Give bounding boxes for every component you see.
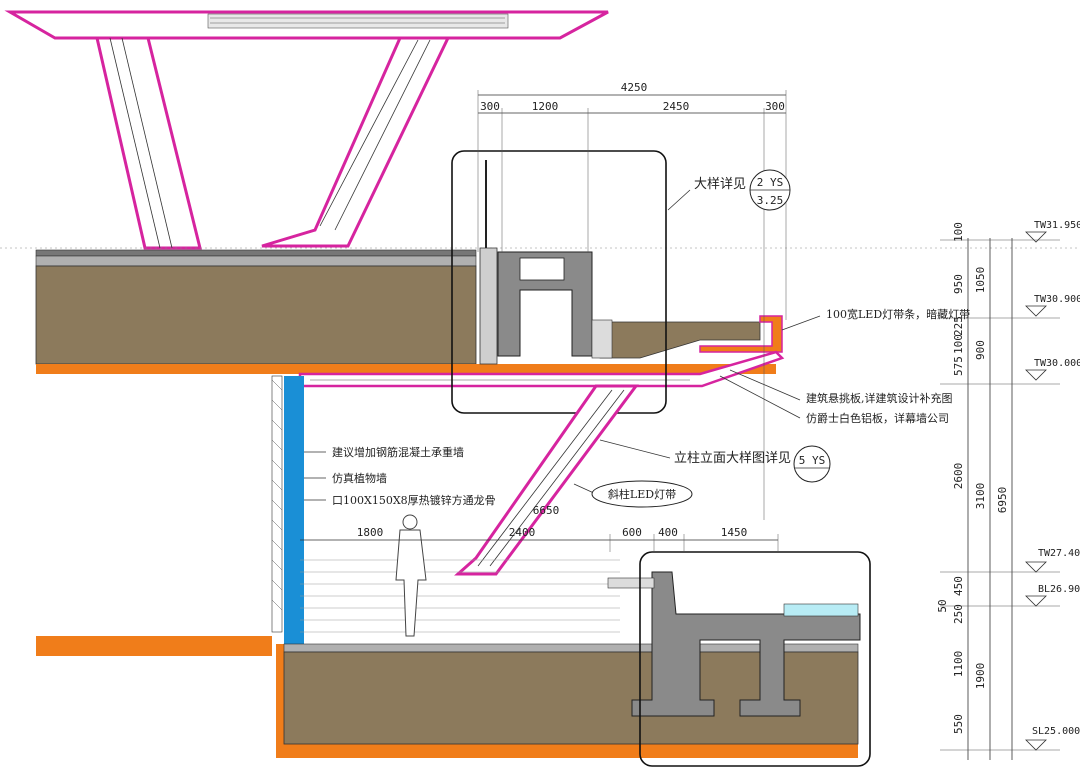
- level-5: BL26.90: [1038, 584, 1080, 595]
- detail-reference-circle-2: [793, 445, 831, 483]
- dim-r-2: 950: [952, 274, 965, 294]
- dim-r-4: 100: [952, 334, 965, 354]
- note-led-strip: 100宽LED灯带条，暗藏灯带: [826, 307, 970, 321]
- dim-mid-seg-5: 1450: [721, 526, 748, 539]
- level-4: TW27.40: [1038, 548, 1080, 559]
- detail-bubble-upper: [451, 150, 667, 414]
- dim-mid-seg-1: 1800: [357, 526, 384, 539]
- dim-ro-3: 3100: [974, 483, 987, 510]
- right-dims-inner: 100 950 225 100 575 2600 450 50 250 1100…: [936, 222, 965, 734]
- note-overhang: 建筑悬挑板,详建筑设计补充图: [806, 391, 953, 405]
- dim-r-8: 50: [936, 599, 949, 612]
- plant-wall-blue: [284, 376, 304, 644]
- dim-r-1: 100: [952, 222, 965, 242]
- detail-callout-sheet-top: 2 YS: [757, 176, 784, 189]
- dim-top-total: 4250: [621, 81, 648, 94]
- detail-callout-label: 大样详见: [694, 177, 746, 192]
- dim-ro-2: 900: [974, 340, 987, 360]
- dim-top-seg-1: 300: [480, 100, 500, 113]
- level-6: SL25.000: [1032, 726, 1080, 737]
- canopy-structure: [4, 10, 609, 250]
- dim-r-3: 225: [952, 316, 965, 336]
- dim-top-seg-4: 300: [765, 100, 785, 113]
- column-callout-sheet: 5 YS: [799, 454, 826, 467]
- level-3: TW30.000: [1034, 358, 1080, 369]
- led-tag-label: 斜柱LED灯带: [608, 487, 676, 501]
- lower-structure: [36, 375, 861, 758]
- dim-diagonal: 6650: [533, 504, 560, 517]
- detail-bubble-lower: [639, 551, 871, 767]
- dim-r-11: 550: [952, 714, 965, 734]
- dim-mid-seg-2: 2400: [509, 526, 536, 539]
- upper-deck: [0, 160, 1080, 388]
- detail-callout-sheet-bottom: 3.25: [757, 194, 784, 207]
- level-1: TW31.950: [1034, 220, 1080, 231]
- dim-top-seg-2: 1200: [532, 100, 559, 113]
- dimension-lines: [300, 90, 1060, 760]
- dim-r-5: 575: [952, 356, 965, 376]
- note-plant-wall: 仿真植物墙: [332, 471, 387, 485]
- level-2: TW30.900: [1034, 294, 1080, 305]
- note-aluminium: 仿爵士白色铝板，详幕墙公司: [806, 411, 949, 425]
- dim-ro-1: 1050: [974, 267, 987, 294]
- dim-r-6: 2600: [952, 463, 965, 490]
- human-figure: [395, 514, 427, 637]
- dim-mid-seg-4: 400: [658, 526, 678, 539]
- dim-top-seg-3: 2450: [663, 100, 690, 113]
- note-wall: 建议增加钢筋混凝土承重墙: [332, 445, 464, 459]
- diagonal-column-lower: [454, 384, 639, 576]
- dim-overall: 6950: [996, 487, 1009, 514]
- dim-ro-4: 1900: [974, 663, 987, 690]
- dim-r-9: 250: [952, 604, 965, 624]
- right-dims-outer: 1050 900 3100 1900 6950: [974, 267, 1009, 690]
- led-tag-ellipse: [591, 480, 693, 508]
- level-markers: [1025, 231, 1047, 751]
- dim-r-7: 450: [952, 576, 965, 596]
- dim-mid-seg-3: 600: [622, 526, 642, 539]
- note-steel-frame: 口100X150X8厚热镀锌方通龙骨: [332, 493, 496, 507]
- column-callout-label: 立柱立面大样图详见: [674, 451, 791, 466]
- dim-r-10: 1100: [952, 651, 965, 678]
